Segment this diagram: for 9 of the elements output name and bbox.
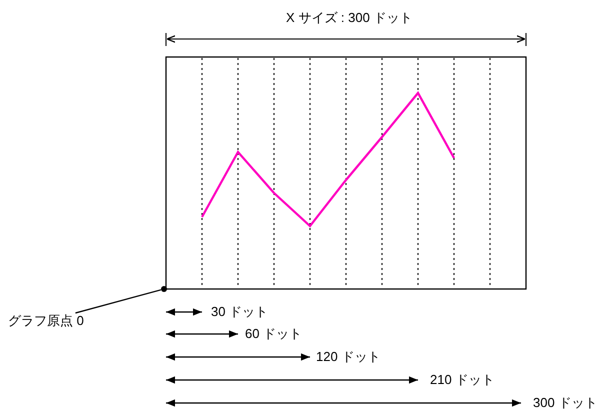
dimension-label: 60 ドット — [245, 326, 302, 342]
dimension-label: 30 ドット — [211, 304, 268, 320]
dimension-label: 300 ドット — [533, 395, 598, 411]
dimension-label: 120 ドット — [316, 349, 380, 365]
leader-line — [75, 289, 162, 314]
dimension-label: 210 ドット — [430, 372, 494, 388]
origin-label: グラフ原点 0 — [8, 313, 84, 329]
dimension-label: X サイズ : 300 ドット — [286, 10, 412, 26]
origin-dot — [161, 286, 167, 292]
